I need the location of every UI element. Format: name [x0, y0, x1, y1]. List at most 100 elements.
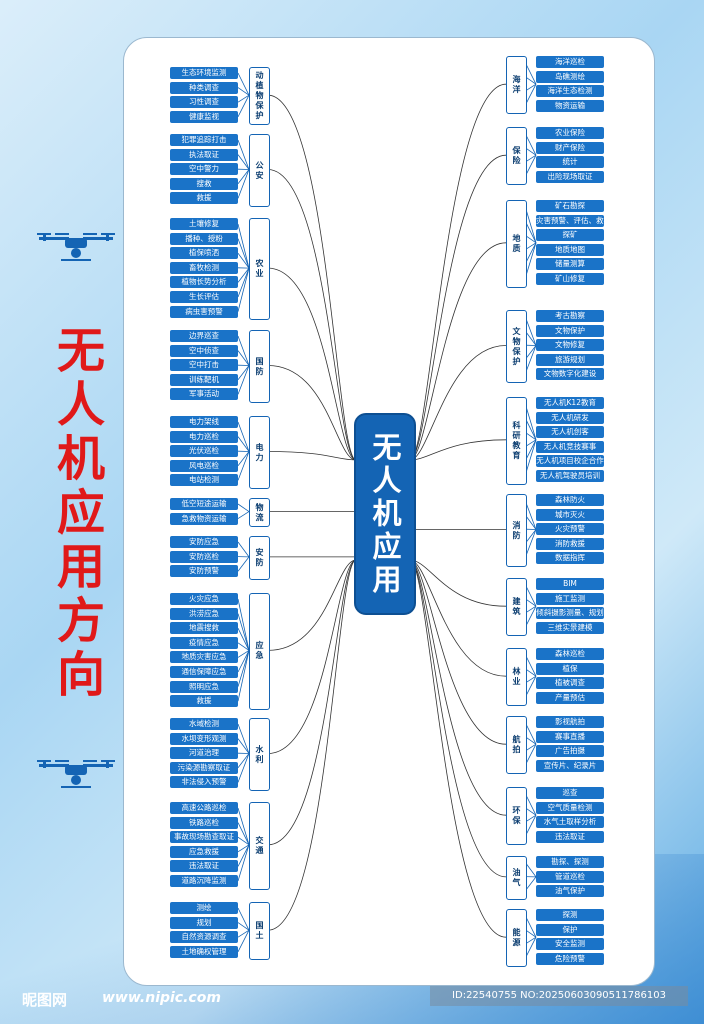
leaf-item: 空中打击: [170, 359, 238, 372]
category-right-8: 航拍: [506, 716, 527, 775]
leaf-item: 安防预警: [170, 565, 238, 578]
leaf-item: 光伏巡检: [170, 445, 238, 458]
category-right-4: 科研教育: [506, 397, 527, 485]
drone-icon-bottom: [37, 760, 115, 788]
leaf-item: 通信保障应急: [170, 666, 238, 678]
leaf-item: 无人机项目校企合作: [536, 455, 604, 468]
leaf-item: 文物保护: [536, 324, 604, 337]
leaf-item: 水坝变形观测: [170, 732, 238, 745]
leaf-item: 考古勘察: [536, 310, 604, 322]
leaf-item: 探测: [536, 909, 604, 921]
leaf-item: 安全监测: [536, 938, 604, 951]
category-label: 电力: [255, 442, 264, 463]
leaf-item: 水域检测: [170, 718, 238, 730]
category-label: 国防: [255, 356, 264, 377]
leaf-item: 森林防火: [536, 494, 604, 506]
leaf-item: 无人机创客: [536, 426, 604, 439]
leaf-item: 地质灾害应急: [170, 651, 238, 664]
category-label: 物流: [255, 502, 264, 523]
leaf-item: 文物数字化建设: [536, 368, 604, 381]
category-label: 消防: [512, 520, 521, 541]
leaf-item: 救援: [170, 192, 238, 205]
category-label: 安防: [255, 547, 264, 568]
leaf-item: 城市灭火: [536, 508, 604, 521]
leaf-item: 违法取证: [170, 860, 238, 873]
page-title: 无人机应用方向: [48, 325, 104, 703]
leaf-item: 无人机竞技赛事: [536, 440, 604, 453]
leaf-item: 铁路巡检: [170, 816, 238, 829]
leaf-item: 无人机研发: [536, 411, 604, 424]
category-label: 建筑: [512, 597, 521, 618]
leaf-item: 事故现场勘查取证: [170, 831, 238, 844]
category-right-2: 地质: [506, 200, 527, 288]
leaf-item: 土壤修复: [170, 218, 238, 230]
leaf-item: 电站检测: [170, 474, 238, 487]
leaf-item: 植物长势分析: [170, 276, 238, 289]
leaf-item: 巡查: [536, 787, 604, 799]
watermark-id: ID:22540755 NO:20250603090511786103: [430, 986, 688, 1006]
leaf-item: 洪涝应急: [170, 607, 238, 620]
leaf-item: 消防救援: [536, 537, 604, 550]
category-right-10: 油气: [506, 856, 527, 900]
leaf-item: 森林巡检: [536, 648, 604, 660]
leaf-item: 水气土取样分析: [536, 816, 604, 829]
category-label: 地质: [512, 233, 521, 254]
leaf-item: 救援: [170, 695, 238, 708]
category-label: 应急: [255, 641, 264, 662]
leaf-item: 河道治理: [170, 747, 238, 760]
leaf-item: 土地确权管理: [170, 945, 238, 958]
leaf-item: 财产保险: [536, 141, 604, 154]
leaf-item: 宣传片、纪录片: [536, 759, 604, 772]
leaf-item: 勘探、探测: [536, 856, 604, 868]
category-label: 水利: [255, 744, 264, 765]
leaf-item: 应急救援: [170, 845, 238, 858]
leaf-item: 犯罪追踪打击: [170, 134, 238, 146]
category-right-1: 保险: [506, 127, 527, 186]
leaf-item: 矿石勘探: [536, 200, 604, 212]
category-right-5: 消防: [506, 494, 527, 567]
leaf-item: 油气保护: [536, 885, 604, 898]
leaf-item: 搜救: [170, 177, 238, 190]
leaf-item: 电力巡检: [170, 430, 238, 443]
leaf-item: 电力架线: [170, 416, 238, 428]
center-label: 无人机应用: [368, 431, 402, 597]
leaf-item: 健康监视: [170, 110, 238, 123]
leaf-item: 施工监测: [536, 592, 604, 605]
category-left-0: 动植物保护: [249, 67, 270, 126]
leaf-item: 自然资源调查: [170, 931, 238, 944]
category-right-7: 林业: [506, 648, 527, 707]
leaf-item: 农业保险: [536, 127, 604, 139]
category-left-2: 农业: [249, 218, 270, 321]
watermark-logo: 昵图网: [22, 991, 68, 1009]
category-label: 交通: [255, 835, 264, 856]
leaf-item: 灾害预警、评估、救援: [536, 214, 604, 227]
category-left-5: 物流: [249, 498, 270, 528]
leaf-item: 无人机驾驶员培训: [536, 470, 604, 482]
category-label: 文物保护: [512, 326, 521, 367]
leaf-item: 产量预估: [536, 691, 604, 704]
leaf-item: 广告拍摄: [536, 745, 604, 758]
category-label: 林业: [512, 667, 521, 688]
leaf-item: 统计: [536, 156, 604, 169]
category-left-3: 国防: [249, 330, 270, 403]
leaf-item: 探矿: [536, 229, 604, 242]
leaf-item: 倾斜摄影测量、规划: [536, 607, 604, 620]
leaf-item: 种类调查: [170, 81, 238, 94]
category-left-10: 国土: [249, 902, 270, 961]
leaf-item: 测绘: [170, 902, 238, 914]
category-left-6: 安防: [249, 536, 270, 580]
leaf-item: 空气质量检测: [536, 801, 604, 814]
leaf-item: 低空短途运输: [170, 498, 238, 510]
category-right-11: 能源: [506, 909, 527, 968]
leaf-item: 物资运输: [536, 99, 604, 112]
leaf-item: 文物修复: [536, 339, 604, 352]
leaf-item: 生态环境监测: [170, 67, 238, 79]
category-right-9: 环保: [506, 787, 527, 846]
leaf-item: 执法取证: [170, 148, 238, 161]
category-label: 国土: [255, 921, 264, 942]
leaf-item: 生长评估: [170, 291, 238, 303]
leaf-item: 播种、授粉: [170, 232, 238, 245]
category-right-3: 文物保护: [506, 310, 527, 383]
leaf-item: 数据指挥: [536, 552, 604, 565]
leaf-item: 疫情应急: [170, 636, 238, 649]
